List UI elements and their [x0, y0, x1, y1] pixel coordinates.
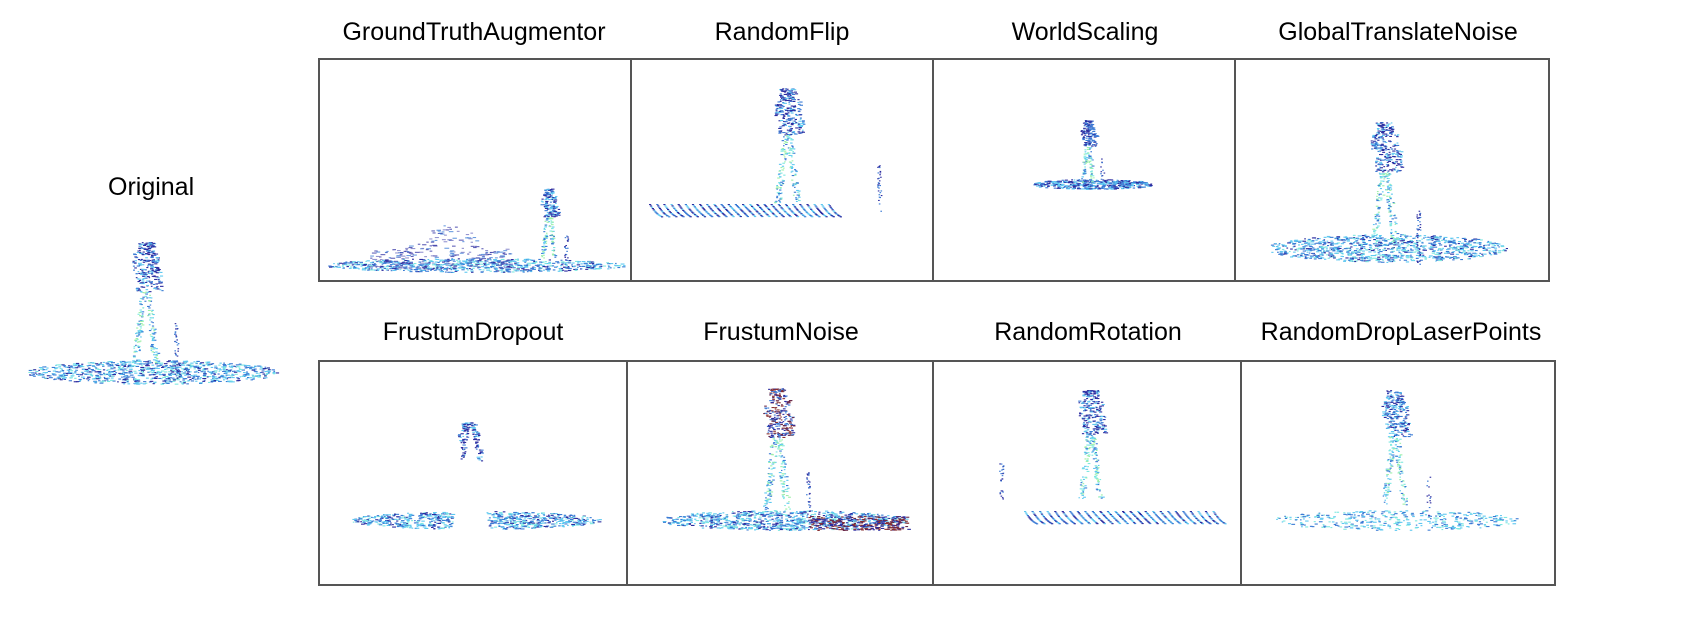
panel-rdl: [1240, 360, 1556, 586]
fn-ground-points: [662, 510, 911, 531]
panel-rr: [932, 360, 1244, 586]
panel-flip: [630, 58, 936, 282]
fn-person-points: [763, 388, 796, 510]
ws-person-points: [1080, 120, 1100, 184]
original-pole-points: [174, 323, 180, 379]
ws-pole-points: [1100, 158, 1106, 182]
flip-person-points: [774, 88, 806, 204]
point-cloud-fd: [352, 422, 602, 530]
original-ground-points: [28, 360, 280, 385]
rdl-ground-points: [1276, 510, 1519, 531]
gt-ground-points: [328, 258, 626, 273]
point-cloud-ws: [1033, 120, 1153, 190]
fn-pole-points: [806, 472, 812, 522]
original-person-points: [132, 242, 164, 364]
panel-title-rr: RandomRotation: [994, 318, 1182, 346]
panel-title-flip: RandomFlip: [714, 18, 850, 46]
point-cloud-gt: [328, 188, 626, 273]
rdl-pole-points: [1426, 476, 1432, 520]
panel-ws: [932, 58, 1236, 282]
fd-person-points: [457, 422, 484, 462]
flip-ring-points: [649, 204, 842, 218]
panel-title-gtn: GlobalTranslateNoise: [1278, 18, 1518, 46]
point-cloud-rr: [999, 390, 1227, 525]
panel-fn: [626, 360, 936, 586]
panel-title-gt: GroundTruthAugmentor: [342, 18, 606, 46]
rr-person-points: [1078, 390, 1109, 499]
rr-ring-points: [1024, 511, 1227, 525]
panel-title-rdl: RandomDropLaserPoints: [1260, 318, 1542, 346]
panel-gtn: [1234, 58, 1550, 282]
flip-pole-points: [877, 165, 883, 212]
panel-fd: [318, 360, 630, 586]
gtn-person-points: [1370, 122, 1405, 244]
gt-person-points: [540, 188, 561, 259]
point-cloud-gtn: [1270, 122, 1508, 265]
rr-pole-points: [999, 463, 1005, 500]
panel-title-fd: FrustumDropout: [382, 318, 564, 346]
panel-title-ws: WorldScaling: [1011, 18, 1159, 46]
point-cloud-fn: [662, 388, 911, 531]
point-cloud-rdl: [1276, 390, 1519, 531]
gt-pole-points: [564, 235, 570, 265]
panel-gt: [318, 58, 632, 282]
original-point-cloud: [28, 242, 280, 385]
gtn-ground-points: [1270, 234, 1508, 263]
rdl-person-points: [1381, 390, 1413, 506]
original-title: Original: [108, 173, 195, 201]
fd-ground-points: [352, 511, 602, 530]
gtn-pole-points: [1416, 210, 1422, 265]
point-cloud-flip: [649, 88, 883, 218]
gt-car-points: [370, 225, 514, 269]
panel-title-fn: FrustumNoise: [703, 318, 859, 346]
